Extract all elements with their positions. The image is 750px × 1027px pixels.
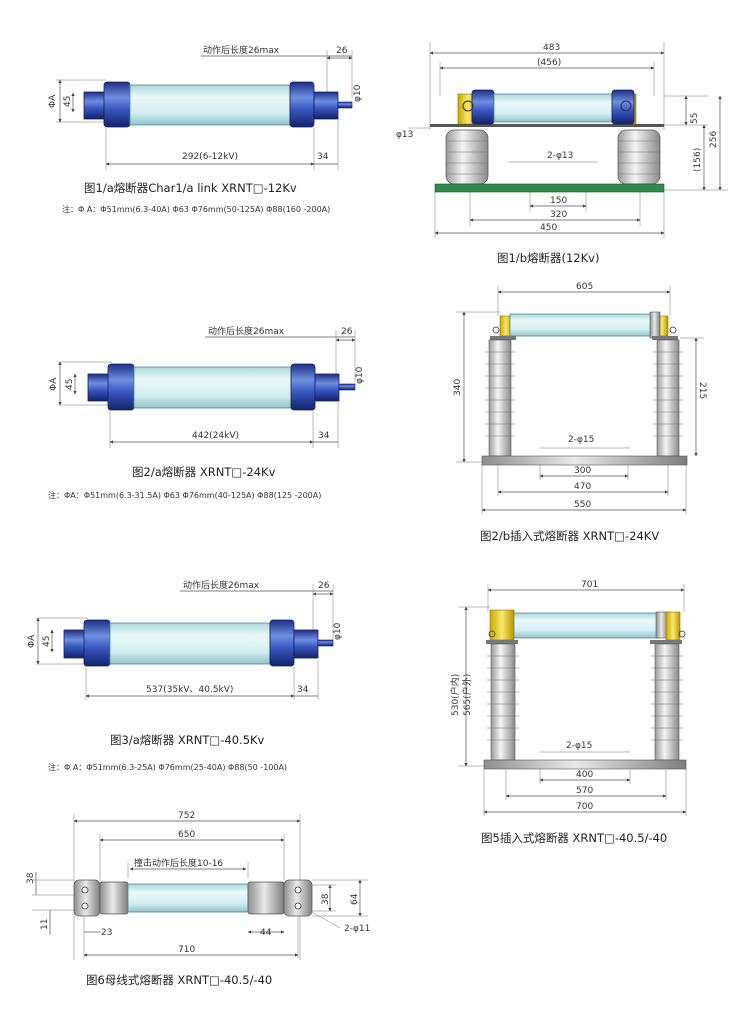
fig5-dim-701: 701 — [581, 580, 598, 590]
fig1b-dim-156: (156) — [693, 148, 703, 172]
fig2b-dim-550: 550 — [574, 500, 591, 510]
fig3a-note: 注：Φ A：Φ51mm(6.3-25A) Φ76mm(25-40A) Φ88(5… — [48, 762, 287, 772]
fig3a-after-length-label: 动作后长度26max — [183, 579, 260, 591]
fig1a-phi10: φ10 — [353, 84, 363, 102]
fig3a-phi-a: ΦA — [27, 634, 37, 648]
fig2b-dim-300: 300 — [574, 466, 591, 476]
fig5-holes: 2-φ15 — [566, 741, 592, 751]
fig2b-dim-215: 215 — [697, 382, 707, 399]
fig1a-dim-45: 45 — [63, 96, 73, 107]
fig5-caption: 图5插入式熔断器 XRNT□-40.5/-40 — [481, 831, 667, 845]
fig6-dim-650: 650 — [178, 830, 195, 840]
fig1b-fuse-base: 483 (456) φ13 2-φ1 — [396, 42, 728, 238]
fig3a-phi10: φ10 — [333, 622, 343, 640]
fig5-plug-in-fuse: 701 530(户内) 565(户外) 2-φ15 — [449, 580, 687, 816]
fig2a-dim-34: 34 — [318, 431, 330, 441]
fig6-dim-752: 752 — [178, 811, 195, 821]
fig1a-dim-34: 34 — [317, 152, 329, 162]
fig2a-fuse: 动作后长度26max 26 ΦA 45 φ10 442(24kV) 34 — [49, 325, 365, 448]
fig2a-after-length-label: 动作后长度26max — [208, 325, 285, 337]
fig1b-dim-55: 55 — [690, 113, 700, 124]
fig5-dim-400: 400 — [576, 770, 593, 780]
fig6-caption: 图6母线式熔断器 XRNT□-40.5/-40 — [86, 973, 272, 987]
fig1a-dim-26: 26 — [336, 46, 348, 56]
fig3a-length: 537(35kV、40.5kV) — [146, 685, 233, 695]
fig6-dim-44: 44 — [260, 928, 272, 938]
fig3a-caption: 图3/a熔断器 XRNT□-40.5Kv — [110, 733, 265, 747]
fig2a-length: 442(24kV) — [192, 431, 239, 441]
fig6-strike-label: 撞击动作后长度10-16 — [134, 857, 223, 869]
fig2b-caption: 图2/b插入式熔断器 XRNT□-24KV — [480, 529, 659, 543]
fig1b-dim-256: 256 — [709, 131, 719, 148]
fig6-dim-710: 710 — [178, 945, 195, 955]
fig2a-phi-a: ΦA — [49, 377, 59, 391]
fig6-holes: 2-φ11 — [344, 924, 370, 934]
fig1a-phi-a: ΦA — [48, 94, 58, 108]
fig3a-dim-34: 34 — [297, 685, 309, 695]
fig1b-dim-450: 450 — [540, 223, 557, 233]
fig2b-dim-605: 605 — [576, 282, 593, 292]
fig1b-dim-456: (456) — [537, 58, 561, 68]
fig6-dim-38-left: 38 — [26, 872, 36, 884]
fig2a-dim-26: 26 — [341, 327, 353, 337]
fig1b-phi13: φ13 — [396, 130, 413, 140]
fig2b-dim-470: 470 — [574, 482, 591, 492]
fig5-dim-700: 700 — [576, 802, 593, 812]
fig6-busbar-fuse: 752 650 撞击动作后长度10-16 38 11 38 6 — [26, 811, 370, 960]
fig1b-holes: 2-φ13 — [547, 151, 573, 161]
fig6-dim-23: 23 — [101, 928, 112, 938]
fig2b-plug-in-fuse: 605 340 215 2 — [453, 282, 707, 514]
fig3a-dim-26: 26 — [318, 581, 330, 591]
fig2a-note: 注：ΦA：Φ51mm(6.3-31.5A) Φ63 Φ76mm(40-125A)… — [48, 490, 321, 500]
fig1b-dim-483: 483 — [543, 43, 560, 53]
fig3a-fuse: 动作后长度26max 26 ΦA 45 φ10 537(35kV、40.5kV)… — [27, 579, 343, 700]
fig6-dim-11: 11 — [40, 919, 50, 930]
fig6-dim-64: 64 — [350, 893, 360, 905]
fig5-dim-565: 565(户外) — [461, 674, 473, 716]
fig1b-caption: 图1/b熔断器(12Kv) — [497, 251, 599, 265]
fig1a-after-length-label: 动作后长度26max — [203, 44, 280, 56]
fig1a-fuse: 动作后长度26max 26 ΦA 45 φ10 292(6-12kV) 34 — [48, 44, 363, 170]
fig2b-holes: 2-φ15 — [568, 435, 594, 445]
fig6-dim-38-right: 38 — [321, 893, 331, 905]
fig2b-dim-340: 340 — [453, 379, 463, 396]
fig2a-caption: 图2/a熔断器 XRNT□-24Kv — [132, 465, 276, 479]
fig1a-length: 292(6-12kV) — [182, 152, 238, 162]
fig1b-dim-320: 320 — [550, 210, 567, 220]
fig5-dim-570: 570 — [576, 786, 593, 796]
fig3a-dim-45: 45 — [42, 636, 52, 647]
fig1b-dim-150: 150 — [550, 196, 567, 206]
fig1a-note: 注：Φ A：Φ51mm(6.3-40A) Φ63 Φ76mm(50-125A) … — [62, 204, 330, 214]
fig5-dim-530: 530(户内) — [449, 674, 461, 716]
fig1a-caption: 图1/a熔断器Char1/a link XRNT□-12Kv — [84, 181, 297, 195]
fig2a-phi10: φ10 — [355, 366, 365, 384]
fig2a-dim-45: 45 — [65, 379, 75, 390]
